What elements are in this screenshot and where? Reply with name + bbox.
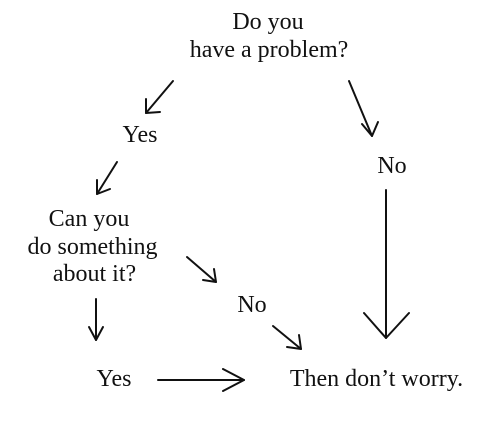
question-can-do-line2: do something [27,234,158,260]
question-can-do-line1: Can you [48,206,130,232]
arrow-question-to-no [348,80,379,137]
answer-yes-can-do: Yes [96,366,132,392]
arrow-can-you-to-yes [88,298,104,341]
question-problem-line2: have a problem? [189,37,349,63]
conclusion-text: Then don’t worry. [289,366,464,392]
answer-no-can-do: No [237,292,267,318]
arrow-yes-to-can-you [96,161,118,195]
arrow-question-to-yes [145,80,174,114]
question-problem-line1: Do you [232,9,304,35]
arrow-yes-to-conclusion [157,368,245,392]
arrow-no-to-conclusion [272,325,302,350]
answer-yes-problem: Yes [122,122,158,148]
answer-no-problem: No [377,153,407,179]
arrow-can-you-to-no [186,256,217,283]
arrow-no-to-conclusion-long [363,189,410,339]
question-can-do-line3: about it? [52,261,137,287]
